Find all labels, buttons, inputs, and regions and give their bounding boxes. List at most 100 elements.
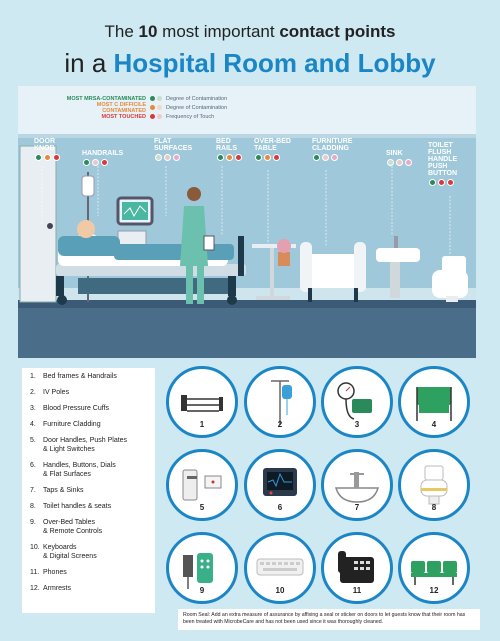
legend-dot bbox=[150, 105, 155, 110]
legend-dot bbox=[157, 96, 162, 101]
contact-point-circle: 5 bbox=[166, 449, 238, 521]
toilet-icon bbox=[420, 465, 448, 505]
list-item-number: 6. bbox=[30, 462, 36, 469]
circle-number: 12 bbox=[429, 586, 439, 595]
legend-dot bbox=[150, 96, 155, 101]
contamination-dot bbox=[322, 154, 329, 161]
door-handle-icon bbox=[182, 469, 222, 501]
touch-point-label: Flat Surfaces bbox=[154, 138, 193, 152]
contamination-dot bbox=[331, 154, 338, 161]
list-item-label: Door Handles, Push Plates & Light Switch… bbox=[43, 437, 128, 453]
legend-desc: Degree of Contamination bbox=[166, 104, 228, 111]
phone-icon bbox=[338, 551, 374, 583]
contamination-dot bbox=[226, 154, 233, 161]
contamination-dot bbox=[101, 159, 108, 166]
contact-point-circle: 7 bbox=[321, 449, 393, 521]
contact-point-circle: 3 bbox=[321, 366, 393, 438]
legend-label: MOST MRSA-CONTAMINATED bbox=[66, 95, 146, 102]
touch-point-label: Door Knob bbox=[34, 138, 55, 152]
touch-point-dots bbox=[82, 159, 109, 166]
contamination-dot bbox=[396, 159, 403, 166]
list-item: 9. Over-Bed Tables & Remote Controls bbox=[30, 518, 155, 536]
legend-dot bbox=[157, 105, 162, 110]
list-item-number: 2. bbox=[30, 389, 36, 396]
circle-number: 8 bbox=[431, 503, 437, 512]
legend-row-mrsa: MOST MRSA-CONTAMINATED Degree of Contami… bbox=[54, 94, 227, 103]
circle-number: 7 bbox=[354, 503, 360, 512]
contamination-dot bbox=[313, 154, 320, 161]
list-item: 7.Taps & Sinks bbox=[30, 486, 155, 495]
circle-number: 4 bbox=[431, 420, 437, 429]
contact-points-list: 1.Bed frames & Handrails 2.IV Poles 3.Bloo… bbox=[22, 368, 155, 613]
contact-point-circle: 10 bbox=[244, 532, 316, 604]
touch-point-label: Toilet Flush Handle Push Button bbox=[428, 142, 458, 177]
touch-point-label: Furniture Cladding bbox=[312, 138, 353, 152]
list-item: 5. Door Handles, Push Plates & Light Swit… bbox=[30, 436, 155, 454]
bench-icon bbox=[411, 561, 457, 585]
contamination-dot bbox=[83, 159, 90, 166]
contamination-dot bbox=[164, 154, 171, 161]
contamination-dot bbox=[173, 154, 180, 161]
list-item-number: 12. bbox=[30, 585, 40, 592]
legend-label: MOST C DIFFICILE CONTAMINATED bbox=[96, 101, 146, 114]
list-item: 1.Bed frames & Handrails bbox=[30, 372, 155, 381]
contamination-dot bbox=[53, 154, 60, 161]
title-line-1: The 10 most important contact points bbox=[104, 22, 396, 41]
contact-point-circle: 9 bbox=[166, 532, 238, 604]
circle-number: 11 bbox=[352, 586, 362, 595]
list-item-label: Armrests bbox=[43, 585, 71, 592]
touch-point-dots bbox=[428, 179, 455, 186]
legend-desc: Frequency of Touch bbox=[166, 113, 215, 120]
bed-icon bbox=[181, 395, 223, 412]
circle-number: 3 bbox=[354, 420, 360, 429]
list-item: 2.IV Poles bbox=[30, 388, 155, 397]
list-item-label: Over-Bed Tables & Remote Controls bbox=[43, 519, 103, 535]
remote-icon bbox=[183, 553, 213, 589]
list-item-number: 5. bbox=[30, 437, 36, 444]
touch-point-label: Sink bbox=[386, 150, 403, 157]
list-item-number: 4. bbox=[30, 421, 36, 428]
list-item-label: Toilet handles & seats bbox=[43, 503, 112, 510]
contamination-dot bbox=[429, 179, 436, 186]
circle-number: 5 bbox=[199, 503, 205, 512]
list-item-number: 11. bbox=[30, 569, 40, 576]
contamination-dot bbox=[92, 159, 99, 166]
list-item: 4. Furniture Cladding bbox=[30, 420, 155, 429]
touch-point-label: Bed Rails bbox=[216, 138, 237, 152]
contact-point-circle: 6 bbox=[244, 449, 316, 521]
list-item: 3.Blood Pressure Cuffs bbox=[30, 404, 155, 413]
touch-point-dots bbox=[216, 154, 243, 161]
list-item-label: Keyboards & Digital Screens bbox=[43, 544, 97, 560]
contamination-dot bbox=[217, 154, 224, 161]
contamination-dot bbox=[447, 179, 454, 186]
iv-pole-icon bbox=[271, 380, 292, 425]
contamination-dot bbox=[44, 154, 51, 161]
list-item-label: Phones bbox=[43, 569, 67, 576]
legend-label: MOST TOUCHED bbox=[101, 113, 146, 120]
keyboard-icon bbox=[256, 558, 304, 576]
list-item-number: 10. bbox=[30, 544, 40, 551]
contact-point-circle: 4 bbox=[398, 366, 470, 438]
room-seal-note: Room Seal: Add an extra measure of assur… bbox=[178, 609, 480, 630]
circle-number: 1 bbox=[199, 420, 205, 429]
contamination-dot bbox=[155, 154, 162, 161]
list-item: 11.Phones bbox=[30, 568, 155, 577]
contamination-dot bbox=[35, 154, 42, 161]
circle-number: 9 bbox=[199, 586, 205, 595]
circle-number: 2 bbox=[277, 420, 283, 429]
contamination-dot bbox=[235, 154, 242, 161]
list-item-label: Furniture Cladding bbox=[43, 421, 101, 428]
contact-point-circle: 11 bbox=[321, 532, 393, 604]
legend-row-touched: MOST TOUCHED Frequency of Touch bbox=[54, 112, 227, 121]
hospital-room-scene: MOST MRSA-CONTAMINATED Degree of Contami… bbox=[18, 86, 476, 358]
contact-point-circle: 1 bbox=[166, 366, 238, 438]
contamination-dot bbox=[255, 154, 262, 161]
legend-dot bbox=[157, 114, 162, 119]
list-item-number: 9. bbox=[30, 519, 36, 526]
title-line-2: in a Hospital Room and Lobby bbox=[64, 48, 436, 78]
blood-pressure-cuff-icon bbox=[337, 382, 372, 420]
list-item-number: 3. bbox=[30, 405, 36, 412]
monitor-icon bbox=[263, 468, 297, 496]
legend-row-cdiff: MOST C DIFFICILE CONTAMINATED Degree of … bbox=[54, 101, 228, 114]
